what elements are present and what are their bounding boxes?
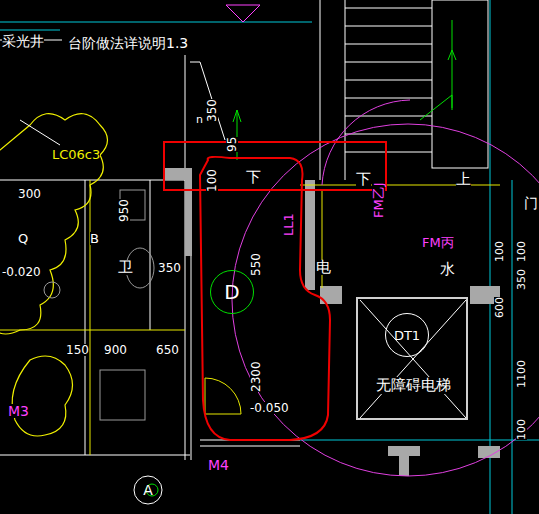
dimension-text: 550 xyxy=(250,253,262,276)
plan-label: 350 xyxy=(158,262,181,274)
plan-label: 采光井 xyxy=(2,34,44,48)
dimension-text: 1100 xyxy=(516,360,527,388)
walls xyxy=(200,446,300,447)
plan-label: 300 xyxy=(18,188,41,200)
stair-treads xyxy=(345,62,432,63)
stair-treads xyxy=(345,44,432,45)
yellow-lines xyxy=(90,180,91,455)
wall-fill xyxy=(399,446,409,476)
walls xyxy=(0,180,185,181)
plan-label: 电 xyxy=(316,260,331,275)
grid-bubble-ring xyxy=(134,476,162,504)
fixtures xyxy=(44,282,60,298)
leader-line xyxy=(190,62,225,140)
node-label: DT1 xyxy=(392,328,422,343)
callout-circle: D xyxy=(210,270,254,314)
stair-treads xyxy=(432,0,488,168)
plan-label: 下 xyxy=(246,170,261,185)
grid-lines xyxy=(300,440,539,441)
plan-label: n xyxy=(196,114,203,125)
fixtures xyxy=(100,370,145,420)
cloud-marks xyxy=(0,114,108,436)
grid-bubble: A xyxy=(134,476,162,504)
callout-circle: DT1 xyxy=(385,313,429,357)
elevator-box: 无障碍电梯 DT1 xyxy=(356,297,468,420)
stair-treads xyxy=(345,26,432,27)
dimension-text: 100 xyxy=(516,241,527,262)
plan-label: M4 xyxy=(208,458,229,472)
wall-fill xyxy=(163,168,500,476)
dimension-text: 950 xyxy=(118,199,130,222)
stair-arrow xyxy=(237,110,238,160)
walls xyxy=(0,0,345,460)
stair-treads xyxy=(345,116,432,117)
elevator-diagonals xyxy=(360,300,466,418)
wall-fill xyxy=(305,180,315,290)
plan-label: 900 xyxy=(104,344,127,356)
walls xyxy=(320,0,321,180)
stair-treads xyxy=(345,98,432,99)
plan-label: 台阶做法详说明1.3 xyxy=(68,36,188,50)
plan-label: 水 xyxy=(440,262,455,277)
stair-treads xyxy=(345,134,432,135)
walls xyxy=(185,55,186,460)
plan-label: B xyxy=(90,232,99,245)
dimension-text: 350 xyxy=(206,99,218,122)
leader-line xyxy=(20,120,60,145)
plan-label: -0.020 xyxy=(2,266,41,278)
stair-treads xyxy=(345,152,432,153)
plan-label: 门 xyxy=(524,196,538,210)
section-mark xyxy=(226,5,260,22)
grid-lines xyxy=(0,22,312,23)
dimension-text: 2300 xyxy=(250,361,262,392)
highlight-rect xyxy=(164,142,386,190)
walls xyxy=(85,180,86,455)
plan-label: 卫 xyxy=(118,260,133,275)
plan-label: Q xyxy=(18,232,28,245)
stair-arrow xyxy=(420,95,452,120)
stair-treads xyxy=(345,80,432,81)
node-label: D xyxy=(222,281,241,303)
dimension-text: 95 xyxy=(226,137,238,152)
grid-lines xyxy=(0,30,60,31)
plan-label: 150 xyxy=(66,344,89,356)
grid-lines xyxy=(512,180,513,514)
fixtures xyxy=(44,190,154,420)
dimension-text: 100 xyxy=(494,241,505,262)
stair-arrow xyxy=(233,110,241,122)
wall-fill xyxy=(185,168,192,256)
dimension-text: 100 xyxy=(516,419,527,440)
walls xyxy=(345,0,346,180)
stair-arrow xyxy=(448,50,456,60)
cloud-marks xyxy=(12,356,72,436)
plan-label: LC06c3 xyxy=(52,148,100,161)
node-label: 无障碍电梯 xyxy=(374,377,453,394)
stair-treads xyxy=(345,8,432,9)
node-label: A xyxy=(141,482,155,498)
dimension-text: 600 xyxy=(494,297,505,318)
dimension-text: 350 xyxy=(516,269,527,290)
yellow-lines xyxy=(205,378,241,414)
walls xyxy=(0,455,190,456)
elevator-diagonals xyxy=(360,300,466,418)
highlight-outline xyxy=(200,157,330,440)
stair-arrow xyxy=(233,20,456,160)
grid-lines xyxy=(490,0,491,514)
elevator-diagonals xyxy=(360,300,466,418)
cloud-marks xyxy=(0,114,108,334)
plan-label: -0.050 xyxy=(250,402,289,414)
yellow-lines xyxy=(0,180,500,455)
plan-label: 650 xyxy=(156,344,179,356)
plan-label: FM丙 xyxy=(422,236,454,249)
plan-label: M3 xyxy=(8,404,29,418)
plan-label: 下 xyxy=(356,172,371,187)
dimension-text: 100 xyxy=(206,169,218,192)
dimension-text: LL1 xyxy=(282,213,295,236)
plan-label: 上 xyxy=(456,172,471,187)
dimension-text: FM乙J xyxy=(372,182,385,218)
